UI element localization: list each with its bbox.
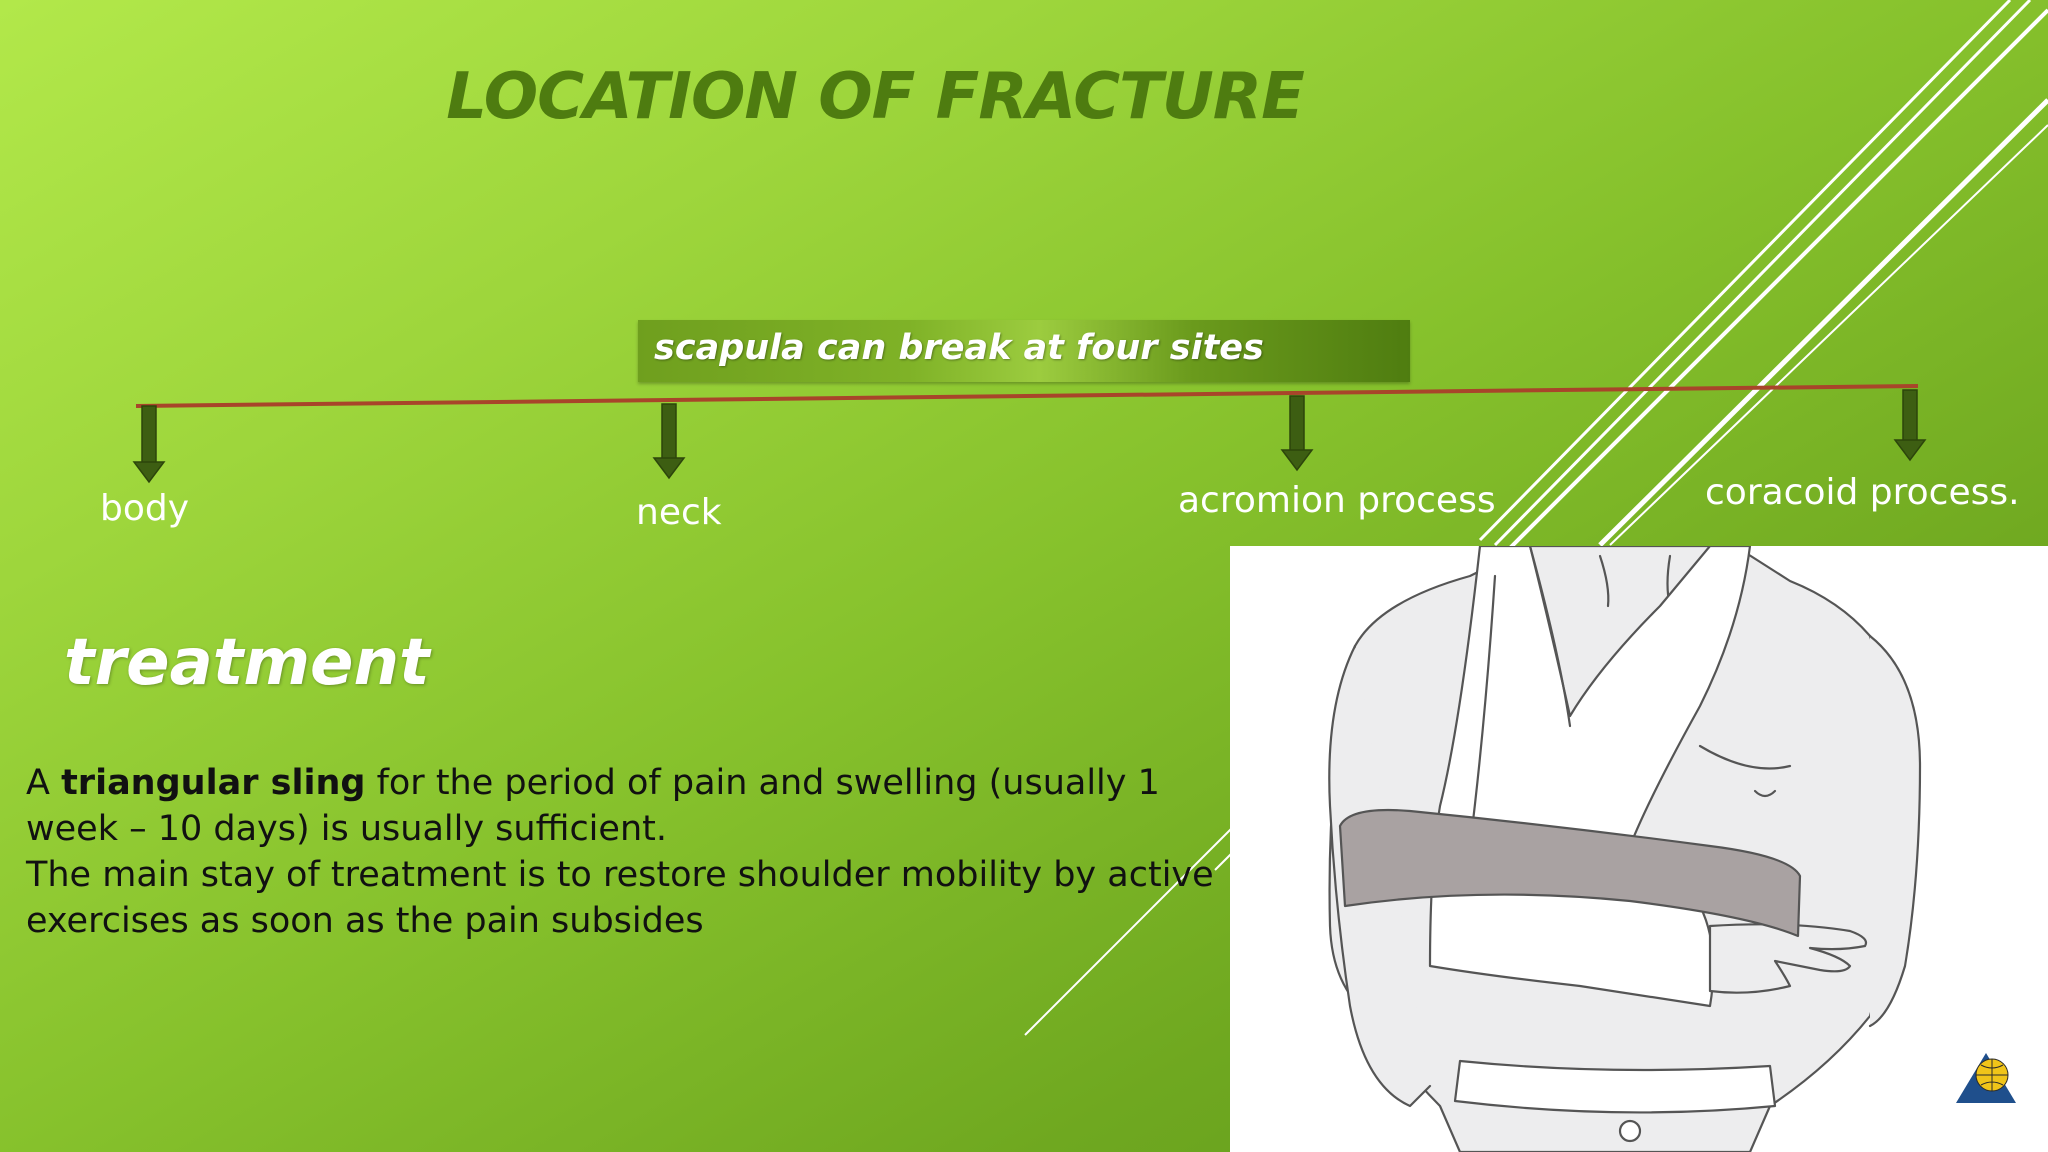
treatment-paragraph-2: The main stay of treatment is to restore… <box>26 855 1214 941</box>
down-arrow-icon <box>652 403 686 480</box>
banner-text: scapula can break at four sites <box>654 328 1264 368</box>
site-label-coracoid: coracoid process. <box>1705 472 2020 513</box>
slide-title: LOCATION OF FRACTURE <box>446 60 1305 134</box>
treatment-paragraph-1: A triangular sling for the period of pai… <box>26 763 1160 849</box>
treatment-text: A triangular sling for the period of pai… <box>26 760 1216 944</box>
timeline <box>132 384 1927 484</box>
site-label-neck: neck <box>636 492 722 533</box>
bold-term: triangular sling <box>61 763 366 803</box>
down-arrow-icon <box>1893 389 1927 462</box>
globe-logo-icon <box>1956 1053 2016 1103</box>
treatment-heading: treatment <box>64 626 430 700</box>
banner: scapula can break at four sites <box>638 320 1410 382</box>
timeline-line <box>135 384 1919 408</box>
site-label-body: body <box>100 488 190 529</box>
sling-drawing <box>1328 546 1922 1152</box>
sling-illustration <box>1230 546 2048 1152</box>
down-arrow-icon <box>1280 395 1314 472</box>
site-label-acromion: acromion process <box>1178 480 1496 521</box>
down-arrow-icon <box>132 405 166 484</box>
